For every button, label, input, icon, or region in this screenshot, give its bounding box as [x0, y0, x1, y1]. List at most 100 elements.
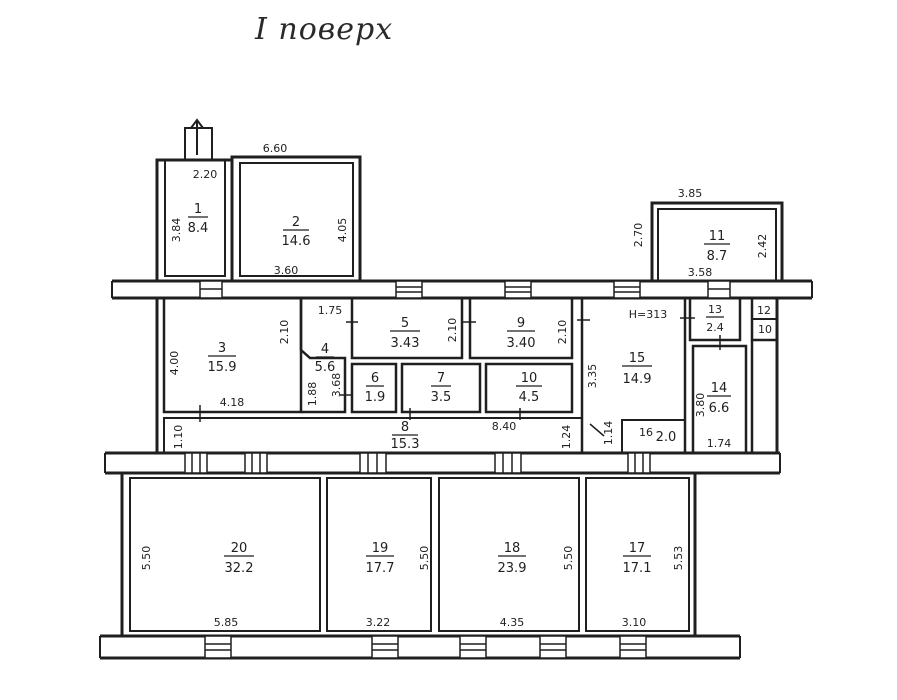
room-6-outline — [350, 362, 398, 414]
room-area-5: 3.43 — [391, 336, 420, 351]
dim-label: 3.35 — [586, 364, 599, 389]
dim-label: 1.75 — [318, 304, 343, 317]
dim-label: 3.22 — [366, 616, 391, 629]
window-top-4 — [613, 280, 641, 299]
room-number-19: 19 — [372, 541, 389, 556]
room-area-8: 15.3 — [391, 437, 420, 452]
room-area-13: 2.4 — [706, 321, 724, 334]
room-area-15: 14.9 — [623, 372, 652, 387]
room-number-13: 13 — [708, 303, 722, 316]
doors — [199, 317, 721, 437]
room-20-outline — [129, 477, 321, 632]
room-area-20: 32.2 — [225, 561, 254, 576]
room-number-6: 6 — [371, 371, 379, 386]
room-10-outline — [484, 362, 574, 414]
entry-porch — [184, 127, 213, 160]
room-number-9: 9 — [517, 316, 525, 331]
entry-arrow-head — [190, 118, 204, 129]
room-7-outline — [400, 362, 482, 414]
window-bottom-1 — [204, 635, 232, 659]
room-area-14: 6.6 — [709, 401, 730, 416]
room-8-outline — [163, 417, 583, 454]
bottom-block — [120, 471, 697, 638]
window-top-1 — [199, 280, 223, 299]
dim-label: 1.24 — [560, 425, 573, 450]
room-area-2: 14.6 — [282, 234, 311, 249]
dim-label: 2.10 — [446, 318, 459, 343]
room-area-19: 17.7 — [366, 561, 395, 576]
room-2-outline — [230, 155, 362, 283]
room-number-11: 11 — [709, 229, 726, 244]
room-number-1: 1 — [194, 202, 202, 217]
door-15-corridor — [589, 423, 605, 437]
room-number-3: 3 — [218, 341, 226, 356]
room-number-18: 18 — [504, 541, 521, 556]
window-bottom-4 — [539, 635, 567, 659]
window-bottom-2 — [371, 635, 399, 659]
window-mid-3 — [359, 452, 387, 474]
room-area-18: 23.9 — [498, 561, 527, 576]
dim-label: 1.10 — [172, 425, 185, 450]
room-number-16: 16 — [639, 426, 653, 439]
dim-label: 3.84 — [170, 218, 183, 243]
room-area-1: 8.4 — [188, 221, 209, 236]
floor-title: I поверх — [255, 12, 394, 47]
dim-label: 2.70 — [632, 223, 645, 248]
dim-label: 3.58 — [688, 266, 713, 279]
dim-label: 2.10 — [278, 320, 291, 345]
room-area-10: 4.5 — [519, 390, 540, 405]
dim-label: 5.50 — [140, 546, 153, 571]
dim-label: 2.42 — [756, 234, 769, 259]
dimension-labels: 6.60 2.20 3.84 4.05 3.60 1.75 2.10 2.10 … — [140, 142, 772, 629]
room-number-2: 2 — [292, 215, 300, 230]
room-labels: 1 8.4 2 14.6 3 15.9 4 5.6 5 3.43 6 1.9 7… — [188, 202, 771, 576]
room-number-8: 8 — [401, 420, 409, 435]
dim-label: 3.68 — [330, 373, 343, 398]
room-17-outline — [585, 477, 690, 632]
window-top-2 — [395, 280, 423, 299]
room-4-outline — [299, 298, 347, 414]
window-mid-2 — [244, 452, 268, 474]
dim-label: 5.85 — [214, 616, 239, 629]
window-mid-4 — [494, 452, 522, 474]
dim-label: 3.10 — [622, 616, 647, 629]
walls — [99, 118, 813, 660]
room-18-outline — [438, 477, 580, 632]
room-area-9: 3.40 — [507, 336, 536, 351]
room-19-outline — [326, 477, 432, 632]
dim-label: 2.10 — [556, 320, 569, 345]
window-mid-1 — [184, 452, 208, 474]
dim-label: 1.14 — [602, 421, 615, 446]
window-mid-5 — [627, 452, 651, 474]
dim-label: 8.40 — [492, 420, 517, 433]
dim-label: 2.20 — [193, 168, 218, 181]
room-number-14: 14 — [711, 381, 728, 396]
room-number-10: 10 — [521, 371, 538, 386]
room-number-20: 20 — [231, 541, 248, 556]
window-top-3 — [504, 280, 532, 299]
dim-label: 5.50 — [562, 546, 575, 571]
dim-label: 1.88 — [306, 382, 319, 407]
dim-label: 4.18 — [220, 396, 245, 409]
window-bottom-3 — [459, 635, 487, 659]
room-area-16: 2.0 — [656, 430, 677, 445]
dim-label: 5.53 — [672, 546, 685, 571]
room-number-12: 12 — [757, 304, 771, 317]
room-area-17: 17.1 — [623, 561, 652, 576]
room-number-15: 15 — [629, 351, 646, 366]
dim-label: 1.74 — [707, 437, 732, 450]
dim-label: 3.60 — [274, 264, 299, 277]
dim-label: 4.05 — [336, 218, 349, 243]
windows — [184, 280, 731, 659]
dim-label: 4.00 — [168, 351, 181, 376]
room-3-outline — [162, 296, 303, 414]
room-area-6: 1.9 — [365, 390, 386, 405]
dim-label: 5.50 — [418, 546, 431, 571]
dim-label: 3.80 — [694, 393, 707, 418]
room-1-inner — [164, 159, 226, 277]
room-number-17: 17 — [629, 541, 646, 556]
room-area-7: 3.5 — [431, 390, 452, 405]
height-label: Н=313 — [629, 308, 667, 321]
dim-label: 4.35 — [500, 616, 525, 629]
